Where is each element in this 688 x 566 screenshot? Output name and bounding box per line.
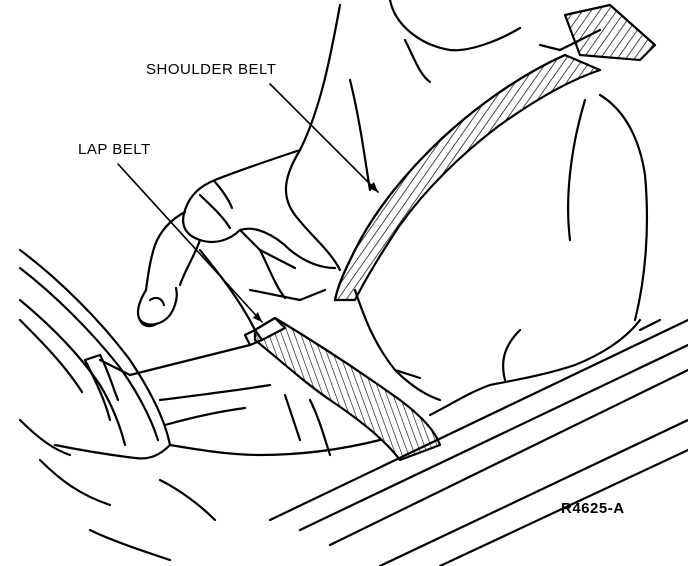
shoulder-belt xyxy=(333,53,602,302)
steering-wheel xyxy=(18,248,172,507)
door-panel xyxy=(268,318,688,566)
shoulder-belt-label: SHOULDER BELT xyxy=(146,61,277,78)
leader-lines xyxy=(117,83,379,323)
lap-belt xyxy=(198,248,442,462)
lap-belt-label: LAP BELT xyxy=(78,141,151,158)
occupant-arm xyxy=(136,148,337,328)
seat-cushion xyxy=(88,343,382,562)
occupant-head xyxy=(388,0,657,84)
shoulder-belt-leader xyxy=(269,83,379,193)
figure-code: R4625-A xyxy=(561,500,625,517)
lap-belt-leader xyxy=(117,163,263,323)
occupant-torso xyxy=(284,3,649,417)
